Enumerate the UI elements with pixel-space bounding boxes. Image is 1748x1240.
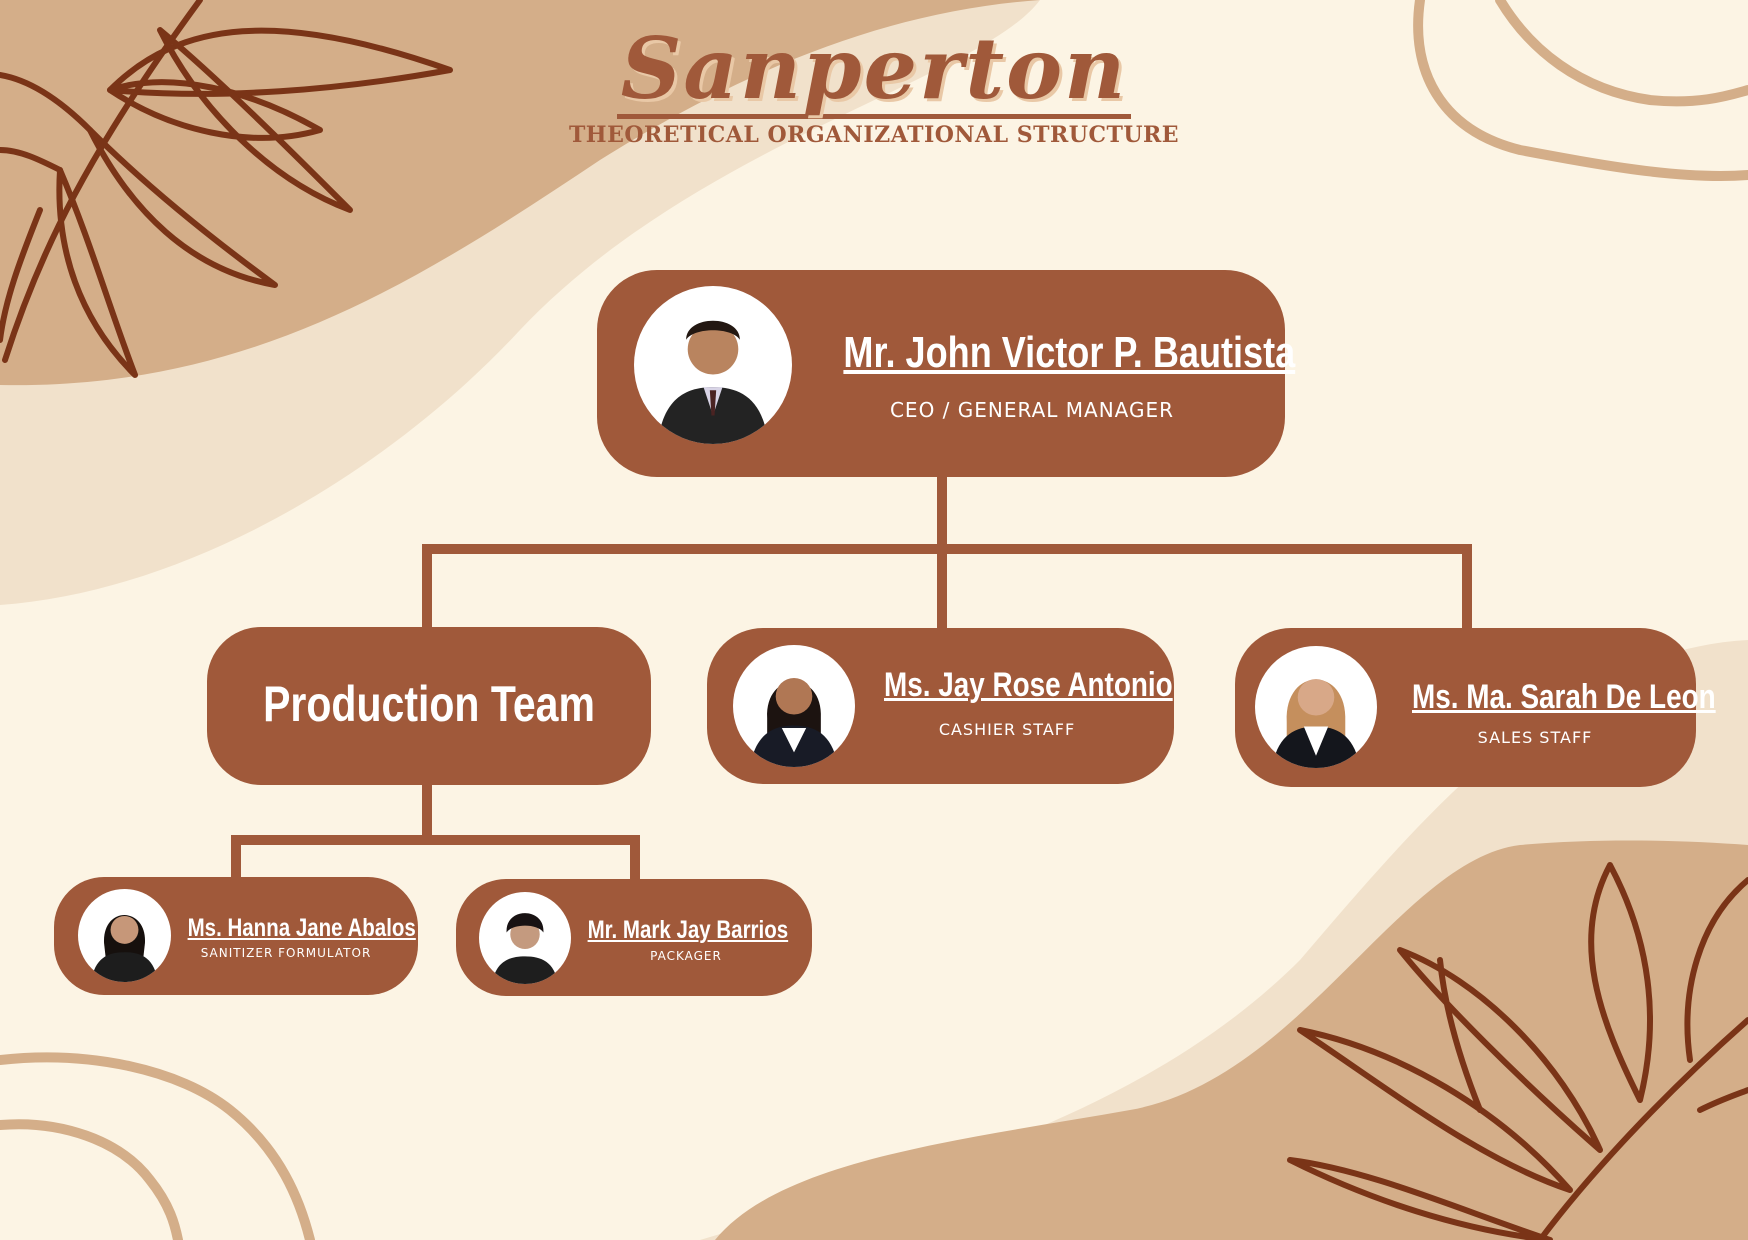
bottom-right-mid-blob (715, 840, 1748, 1240)
cashier-photo (733, 645, 855, 767)
packager-node[interactable]: Mr. Mark Jay Barrios PACKAGER (456, 879, 812, 996)
sales-photo (1255, 646, 1377, 768)
brand-title-wrap: Sanperton (0, 24, 1748, 119)
chart-subtitle: THEORETICAL ORGANIZATIONAL STRUCTURE (568, 122, 1180, 148)
packager-name: Mr. Mark Jay Barrios (587, 916, 789, 944)
top-right-swirl (1413, 0, 1748, 181)
ceo-photo (634, 286, 792, 444)
production-team-label: Production Team (263, 676, 595, 732)
ceo-role: CEO / GENERAL MANAGER (889, 398, 1175, 422)
top-left-leaf-branch (0, 0, 453, 378)
formulator-photo (78, 889, 171, 982)
sales-name: Ms. Ma. Sarah De Leon (1412, 678, 1716, 716)
ceo-node[interactable]: Mr. John Victor P. Bautista CEO / GENERA… (597, 270, 1296, 477)
top-left-mid-blob (0, 0, 1040, 386)
production-team-node[interactable]: Production Team (207, 627, 651, 785)
formulator-node[interactable]: Ms. Hanna Jane Abalos SANITIZER FORMULAT… (54, 877, 418, 995)
ceo-name: Mr. John Victor P. Bautista (843, 328, 1296, 377)
bottom-right-leaf-branch (1287, 862, 1748, 1240)
brand-title: Sanperton (616, 24, 1132, 119)
cashier-role: CASHIER STAFF (938, 720, 1076, 739)
packager-role: PACKAGER (650, 949, 722, 963)
formulator-role: SANITIZER FORMULATOR (200, 946, 372, 960)
sales-role: SALES STAFF (1477, 728, 1593, 747)
cashier-name: Ms. Jay Rose Antonio (884, 666, 1173, 704)
cashier-node[interactable]: Ms. Jay Rose Antonio CASHIER STAFF (707, 628, 1174, 784)
packager-photo (479, 892, 571, 984)
bottom-left-swirl (0, 1052, 315, 1240)
formulator-name: Ms. Hanna Jane Abalos (187, 914, 416, 942)
sales-node[interactable]: Ms. Ma. Sarah De Leon SALES STAFF (1235, 628, 1716, 787)
